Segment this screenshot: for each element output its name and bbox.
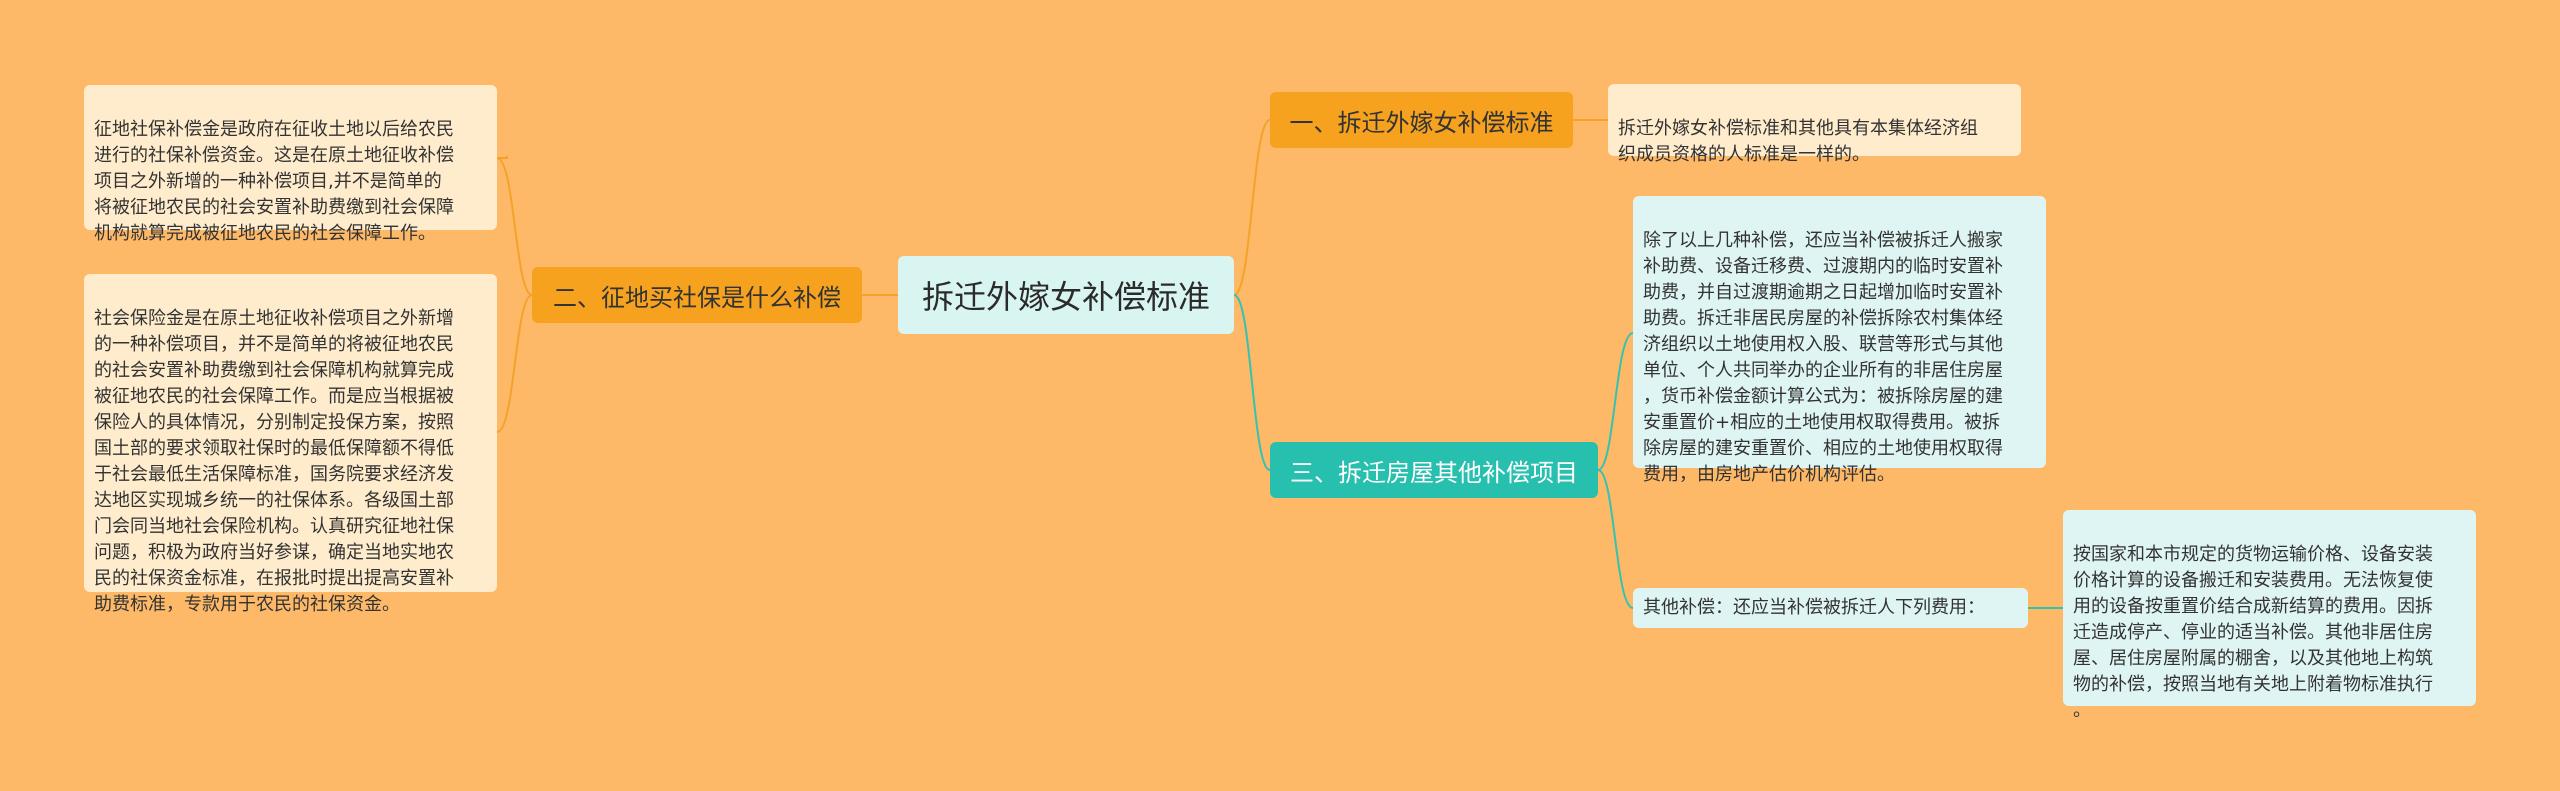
link-right3-leaf-other [1597, 469, 1634, 609]
leaf-other-compensation-items[interactable]: 除了以上几种补偿，还应当补偿被拆迁人搬家 补助费、设备迁移费、过渡期内的临时安置… [1633, 196, 2046, 485]
branch-other-compensation[interactable]: 三、拆迁房屋其他补偿项目 [1270, 442, 1598, 498]
leaf-social-insurance-fund[interactable]: 社会保险金是在原土地征收补偿项目之外新增 的一种补偿项目，并不是简单的将被征地农… [84, 274, 497, 615]
leaf-text: 征地社保补偿金是政府在征收土地以后给农民 进行的社保补偿资金。这是在原土地征收补… [94, 119, 454, 244]
link-root-right-1 [1233, 119, 1271, 296]
branch-married-out-women-label: 一、拆迁外嫁女补偿标准 [1289, 108, 1554, 137]
leaf-married-out-women-standard[interactable]: 拆迁外嫁女补偿标准和其他具有本集体经济组 织成员资格的人标准是一样的。 [1608, 84, 2021, 165]
link-right3-leaf-top [1597, 332, 1634, 471]
link-left-leaf-1 [496, 157, 533, 296]
branch-married-out-women[interactable]: 一、拆迁外嫁女补偿标准 [1270, 92, 1573, 148]
leaf-text: 除了以上几种补偿，还应当补偿被拆迁人搬家 补助费、设备迁移费、过渡期内的临时安置… [1643, 230, 2003, 485]
link-left-bracket-1 [497, 156, 508, 159]
root-node[interactable]: 拆迁外嫁女补偿标准 [898, 256, 1234, 334]
branch-social-insurance-label: 二、征地买社保是什么补偿 [553, 283, 841, 312]
leaf-other-compensation-detail[interactable]: 按国家和本市规定的货物运输价格、设备安装 价格计算的设备搬迁和安装费用。无法恢复… [2063, 510, 2476, 721]
link-left-leaf-2 [496, 294, 533, 433]
leaf-text: 社会保险金是在原土地征收补偿项目之外新增 的一种补偿项目，并不是简单的将被征地农… [94, 308, 454, 615]
leaf-text: 其他补偿：还应当补偿被拆迁人下列费用： [1643, 597, 1985, 618]
link-root-right-3 [1233, 294, 1271, 471]
root-title: 拆迁外嫁女补偿标准 [921, 278, 1210, 316]
leaf-text: 按国家和本市规定的货物运输价格、设备安装 价格计算的设备搬迁和安装费用。无法恢复… [2073, 544, 2433, 721]
leaf-other-compensation-label[interactable]: 其他补偿：还应当补偿被拆迁人下列费用： [1633, 588, 2028, 628]
leaf-text: 拆迁外嫁女补偿标准和其他具有本集体经济组 织成员资格的人标准是一样的。 [1618, 118, 1978, 165]
leaf-social-insurance-compensation[interactable]: 征地社保补偿金是政府在征收土地以后给农民 进行的社保补偿资金。这是在原土地征收补… [84, 85, 497, 244]
branch-social-insurance[interactable]: 二、征地买社保是什么补偿 [532, 267, 862, 323]
branch-other-compensation-label: 三、拆迁房屋其他补偿项目 [1290, 458, 1578, 487]
